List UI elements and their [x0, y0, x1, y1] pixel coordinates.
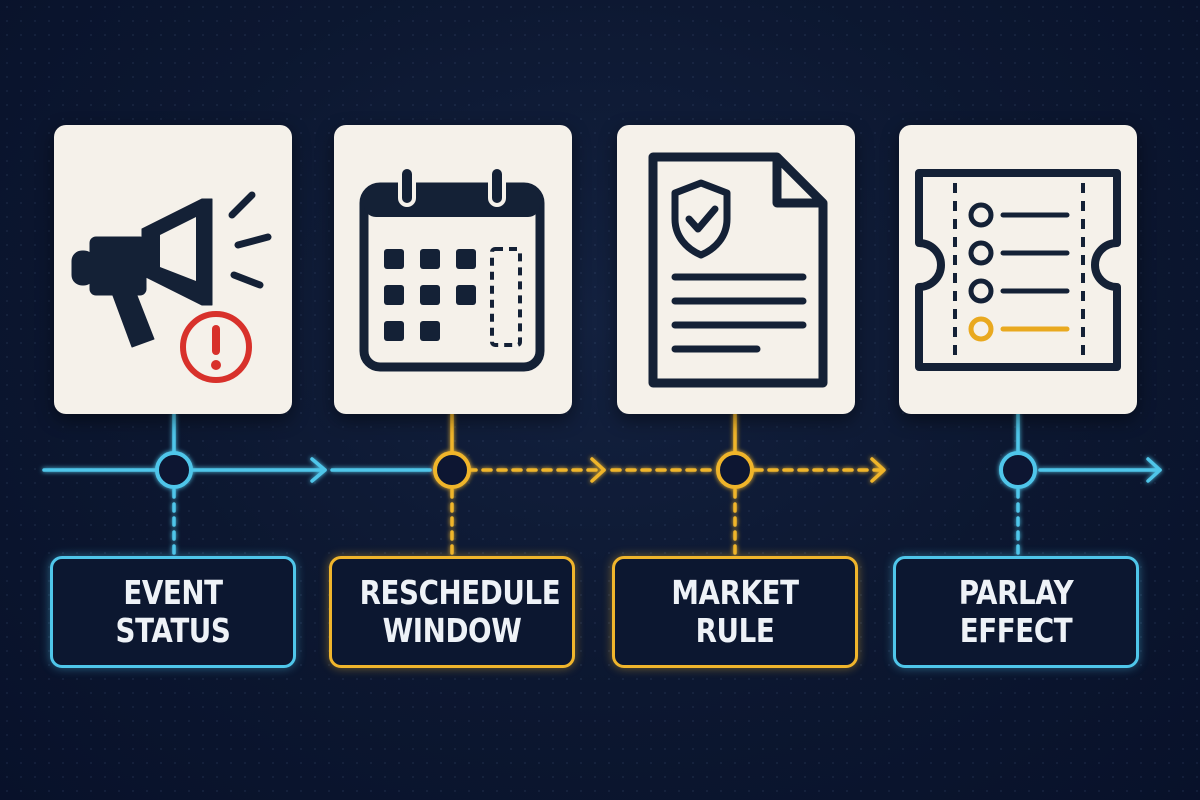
parlay-ticket-icon: [915, 169, 1121, 371]
arrow-head-4: [1146, 457, 1162, 483]
megaphone-alert-icon: [71, 191, 272, 383]
timeline-node-3: [716, 451, 754, 489]
label-box-parlay-effect: PARLAY EFFECT: [893, 556, 1139, 668]
timeline-node-2: [433, 451, 471, 489]
shield-document-icon: [648, 152, 828, 388]
arrow-head-1: [310, 457, 327, 483]
timeline-node-1: [155, 451, 193, 489]
step-card-parlay-effect: [899, 125, 1137, 414]
step-card-reschedule-window: [334, 125, 572, 414]
step-card-event-status: [54, 125, 292, 414]
checkmark-icon: [685, 205, 719, 233]
step-label: MARKET RULE: [671, 573, 799, 650]
step-card-market-rule: [617, 125, 855, 414]
shield-icon: [671, 179, 731, 259]
label-box-event-status: EVENT STATUS: [50, 556, 296, 668]
arrow-head-2: [590, 457, 606, 483]
step-label: RESCHEDULE WINDOW: [359, 573, 561, 650]
step-label: EVENT STATUS: [115, 573, 231, 650]
timeline-node-4: [999, 451, 1037, 489]
step-label: PARLAY EFFECT: [958, 573, 1074, 650]
label-box-market-rule: MARKET RULE: [612, 556, 858, 668]
arrow-head-3: [870, 457, 886, 483]
calendar-icon: [359, 165, 545, 372]
label-box-reschedule-window: RESCHEDULE WINDOW: [329, 556, 575, 668]
